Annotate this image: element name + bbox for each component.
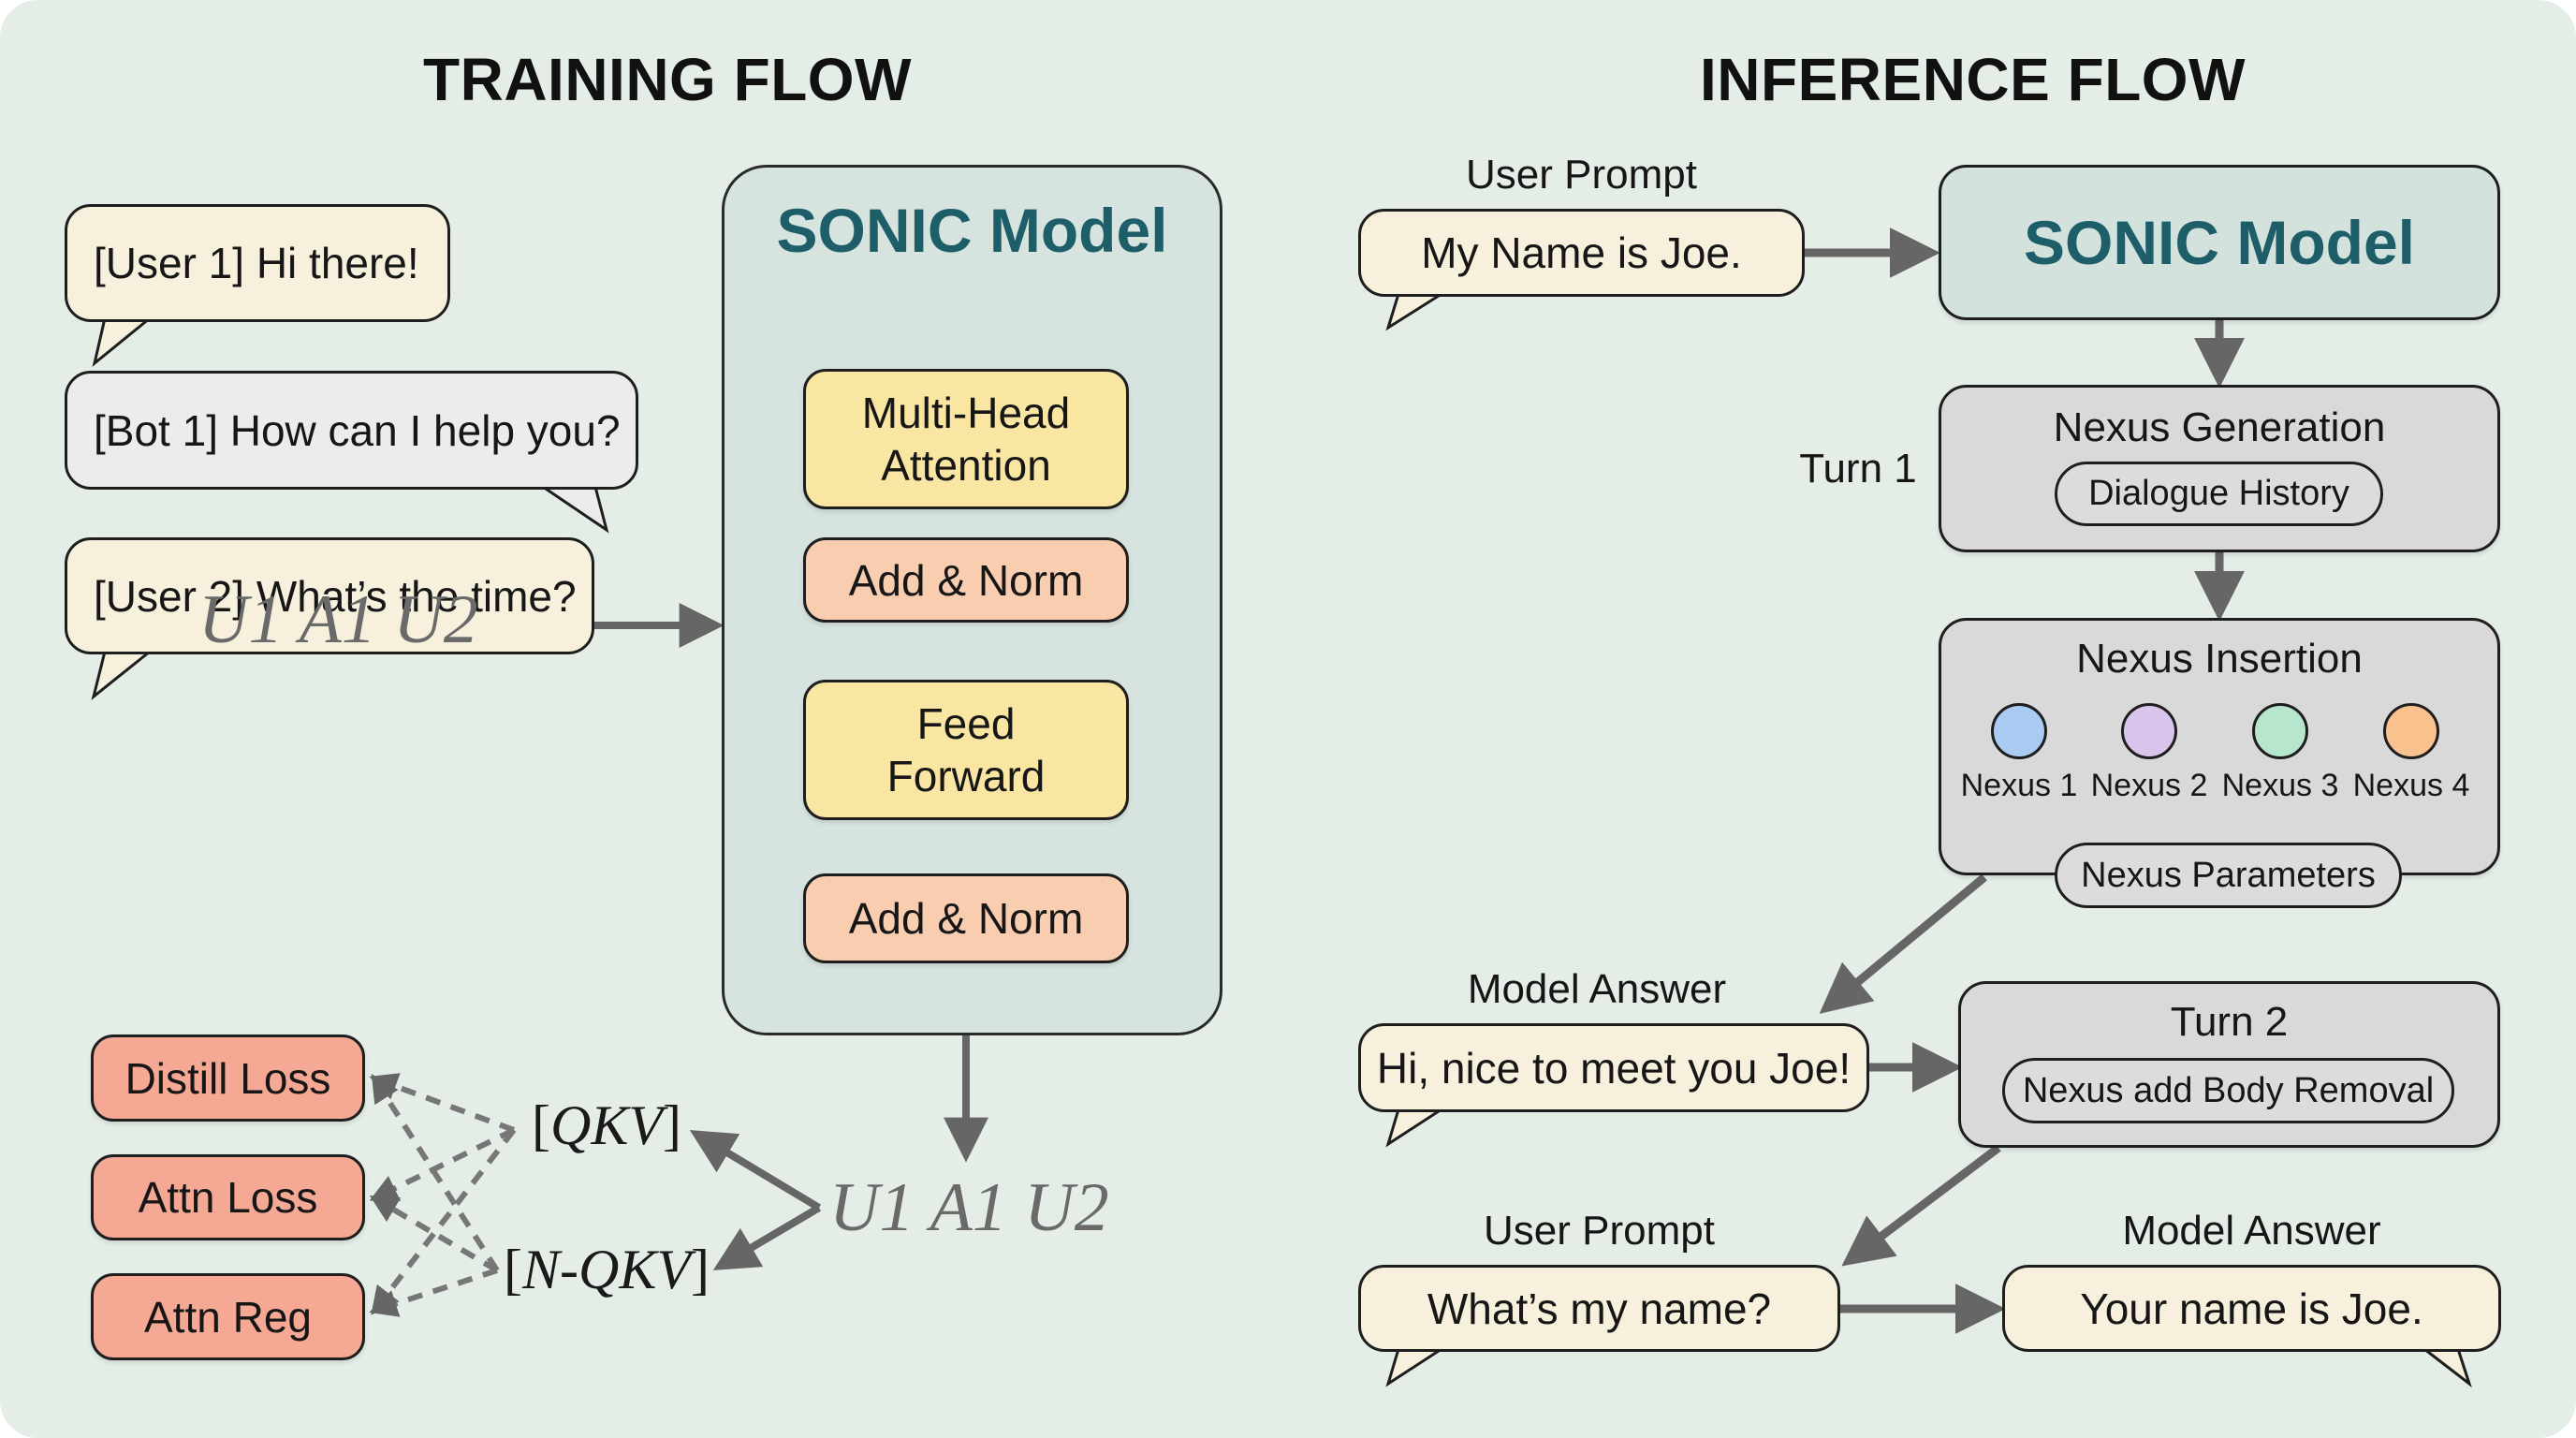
nqkv-text: N-QKV xyxy=(521,1239,691,1300)
loss-label: Distill Loss xyxy=(124,1053,331,1103)
block-label: Multi-Head xyxy=(861,389,1071,437)
inference-flow-title: INFERENCE FLOW xyxy=(1700,46,2246,113)
pill-label: Dialogue History xyxy=(2088,474,2349,513)
bubble-tail xyxy=(91,650,151,700)
add-norm-block-bottom: Add & Norm xyxy=(803,873,1129,963)
nexus-4-circle xyxy=(2383,703,2439,759)
split-arrow-qkv xyxy=(689,1130,822,1211)
nexus-2-circle xyxy=(2121,703,2177,759)
insertion-to-answer-arrow xyxy=(1819,873,1987,1014)
user-prompt-label-2: User Prompt xyxy=(1484,1208,1715,1254)
nexus-generation-title: Nexus Generation xyxy=(2053,404,2386,450)
model-answer-bubble-2: Your name is Joe. xyxy=(2002,1265,2501,1352)
nexus-node-1 xyxy=(1991,703,2047,759)
bubble-tail xyxy=(1385,292,1442,331)
bubble-tail xyxy=(542,485,609,534)
dialogue-text: [User 1] Hi there! xyxy=(94,239,419,287)
distill-loss-box: Distill Loss xyxy=(91,1034,365,1122)
model-answer-label-2: Model Answer xyxy=(2122,1208,2381,1254)
nexus-4-label: Nexus 4 xyxy=(2352,768,2470,803)
nexus-node-3 xyxy=(2252,703,2308,759)
dialogue-text: [User 2] What’s the time? xyxy=(94,571,577,621)
sonic-model-title: SONIC Model xyxy=(776,196,1168,265)
dialogue-bubble-user-1: [User 1] Hi there! xyxy=(65,204,450,322)
bubble-text: Hi, nice to meet you Joe! xyxy=(1376,1043,1852,1093)
attn-loss-box: Attn Loss xyxy=(91,1154,365,1240)
nexus-1-circle xyxy=(1991,703,2047,759)
block-label: Add & Norm xyxy=(848,555,1084,605)
block-label: Attention xyxy=(881,441,1051,490)
dashed-arrow xyxy=(369,1073,516,1133)
split-arrow-nqkv xyxy=(712,1204,822,1270)
turn2-to-prompt-arrow xyxy=(1841,1144,2001,1267)
dashed-arrow xyxy=(369,1127,516,1201)
user-prompt-bubble-1: My Name is Joe. xyxy=(1358,209,1805,297)
dialogue-bubble-bot-1: [Bot 1] How can I help you? xyxy=(65,371,638,490)
bubble-text: What’s my name? xyxy=(1427,1284,1772,1333)
bubble-tail xyxy=(1385,1108,1442,1148)
nexus-parameters-pill: Nexus Parameters xyxy=(2055,843,2402,908)
block-label: Feed xyxy=(916,699,1016,748)
block-label: Add & Norm xyxy=(848,894,1084,943)
bubble-tail xyxy=(2423,1347,2472,1388)
nexus-node-2 xyxy=(2121,703,2177,759)
multi-head-attention-block: Multi-Head Attention xyxy=(803,369,1129,509)
dashed-arrow xyxy=(371,1073,500,1272)
add-norm-block-top: Add & Norm xyxy=(803,537,1129,623)
qkv-label: [QKV] xyxy=(532,1094,681,1156)
model-answer-bubble-1: Hi, nice to meet you Joe! xyxy=(1358,1023,1869,1112)
nqkv-label: [N-QKV] xyxy=(504,1239,710,1300)
bubble-text: Your name is Joe. xyxy=(2080,1284,2423,1333)
bubble-tail xyxy=(1385,1347,1442,1387)
attn-reg-box: Attn Reg xyxy=(91,1273,365,1360)
nexus-insertion-title: Nexus Insertion xyxy=(2076,636,2363,682)
pill-label: Nexus Parameters xyxy=(2081,855,2376,895)
output-sequence: U1 A1 U2 xyxy=(829,1169,1109,1246)
dialogue-bubble-user-2: [User 2] What’s the time? xyxy=(65,537,594,654)
nexus-3-label: Nexus 3 xyxy=(2221,768,2339,803)
loss-label: Attn Reg xyxy=(144,1292,312,1342)
bubble-text: My Name is Joe. xyxy=(1421,228,1742,277)
dialogue-history-pill: Dialogue History xyxy=(2055,462,2383,526)
input-sequence: U1 A1 U2 xyxy=(198,581,478,658)
dashed-arrow xyxy=(371,1128,517,1315)
feed-forward-block: Feed Forward xyxy=(803,680,1129,820)
loss-label: Attn Loss xyxy=(138,1173,318,1222)
user-prompt-bubble-2: What’s my name? xyxy=(1358,1265,1840,1352)
nexus-node-4 xyxy=(2383,703,2439,759)
bubble-tail xyxy=(92,316,151,367)
nexus-2-label: Nexus 2 xyxy=(2090,768,2208,803)
sonic-model-inference: SONIC Model xyxy=(1939,165,2500,320)
nexus-3-circle xyxy=(2252,703,2308,759)
dashed-arrow xyxy=(369,1195,499,1273)
turn-1-label: Turn 1 xyxy=(1799,446,1917,492)
nexus-1-label: Nexus 1 xyxy=(1960,768,2078,803)
dialogue-text: [Bot 1] How can I help you? xyxy=(94,405,621,455)
turn-2-title: Turn 2 xyxy=(2170,999,2289,1045)
nexus-body-removal-pill: Nexus add Body Removal xyxy=(2002,1058,2454,1123)
block-label: Forward xyxy=(886,752,1046,800)
qkv-text: QKV xyxy=(549,1094,663,1156)
dashed-arrow xyxy=(369,1268,498,1317)
user-prompt-label: User Prompt xyxy=(1466,152,1697,198)
training-flow-title: TRAINING FLOW xyxy=(423,46,912,113)
pill-label: Nexus add Body Removal xyxy=(2022,1070,2435,1110)
sonic-model-title: SONIC Model xyxy=(2023,208,2415,277)
model-answer-label-1: Model Answer xyxy=(1467,966,1727,1012)
